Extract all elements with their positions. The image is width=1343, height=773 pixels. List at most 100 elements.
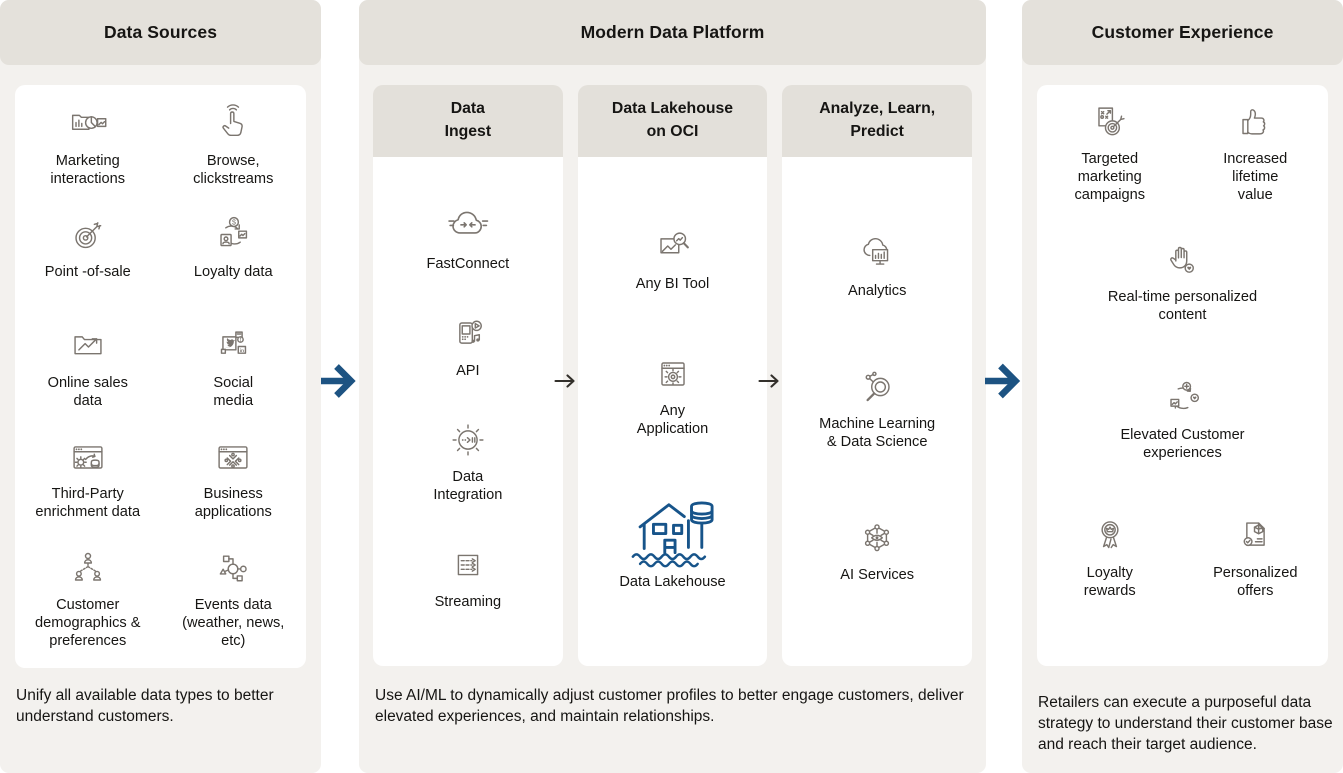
item-label: Real-time personalized content <box>1107 289 1258 324</box>
svg-text:$: $ <box>232 219 236 227</box>
platform-title: Modern Data Platform <box>580 22 765 42</box>
personalized-offers-icon <box>1243 522 1266 547</box>
data-sources-header: Data Sources <box>0 0 321 65</box>
item-label: Customer demographics & preferences <box>35 597 141 650</box>
item-label: API <box>456 362 480 379</box>
online-sales-data-icon <box>74 336 102 355</box>
subcol-analyze-body: Analytics Machine Learning & Data Scienc… <box>782 157 973 666</box>
ai-services-icon <box>865 524 890 552</box>
platform-header: Modern Data Platform <box>359 0 986 65</box>
item-data-lakehouse: Data Lakehouse <box>619 496 726 591</box>
item-loyalty-rewards: Loyalty rewards <box>1037 513 1183 651</box>
data-sources-caption: Unify all available data types to better… <box>16 687 274 726</box>
item-point-of-sale: Point -of-sale <box>15 212 161 323</box>
subcol-analyze-header: Analyze, Learn, Predict <box>782 85 973 157</box>
item-label: Events data (weather, news, etc) <box>182 597 285 650</box>
item-label: Business applications <box>194 486 272 521</box>
item-streaming: Streaming <box>434 542 502 611</box>
item-loyalty-data: $ Loyalty data <box>161 212 307 323</box>
flow-arrow-ingest-to-lakehouse-icon <box>554 374 575 388</box>
any-bi-tool-icon <box>659 232 689 254</box>
item-label: Loyalty data <box>193 264 273 280</box>
subcol-data-lakehouse: Data Lakehouse on OCI Any BI Tool <box>577 85 768 666</box>
customer-experience-grid: Targeted marketing campaigns Increased l… <box>1037 85 1328 651</box>
svg-text:f: f <box>240 337 242 343</box>
item-any-application: Any Application <box>637 351 708 438</box>
loyalty-rewards-icon <box>1101 521 1119 549</box>
flow-arrow-lakehouse-to-analyze-icon <box>758 374 779 388</box>
fastconnect-icon <box>448 211 489 235</box>
item-label: Analytics <box>847 282 907 299</box>
item-label: Any BI Tool <box>635 276 710 293</box>
item-browse-clickstreams: Browse, clickstreams <box>161 101 307 212</box>
customer-experience-caption: Retailers can execute a purposeful data … <box>1038 694 1333 754</box>
item-label: Third-Party enrichment data <box>35 486 141 521</box>
customer-experience-header: Customer Experience <box>1022 0 1343 65</box>
flow-arrow-sources-to-platform-icon <box>321 364 356 398</box>
item-label: Increased lifetime value <box>1223 151 1288 204</box>
item-machine-learning: Machine Learning & Data Science <box>819 364 935 451</box>
item-label: Targeted marketing campaigns <box>1074 151 1146 204</box>
item-marketing-interactions: Marketing interactions <box>15 101 161 212</box>
targeted-marketing-icon <box>1098 107 1125 136</box>
streaming-icon <box>457 554 479 575</box>
item-label: Loyalty rewards <box>1083 565 1136 600</box>
item-label: Personalized offers <box>1213 565 1298 600</box>
item-targeted-marketing: Targeted marketing campaigns <box>1037 99 1183 237</box>
subcol-analyze-learn-predict: Analyze, Learn, Predict Analytics <box>782 85 973 666</box>
item-label: Point -of-sale <box>44 264 131 280</box>
customer-experience-card: Targeted marketing campaigns Increased l… <box>1037 85 1328 666</box>
item-realtime-personalized-content: Real-time personalized content <box>1037 237 1328 375</box>
svg-text:in: in <box>240 348 244 354</box>
realtime-personalized-content-icon <box>1169 246 1194 273</box>
item-third-party-enrichment: Third-Party enrichment data <box>15 434 161 545</box>
data-lakehouse-icon <box>631 500 714 567</box>
item-customer-demographics: Customer demographics & preferences <box>15 545 161 656</box>
item-label: Social media <box>213 375 254 410</box>
customer-experience-panel: Customer Experience Targeted marketing c… <box>1022 0 1343 773</box>
item-label: FastConnect <box>426 256 510 273</box>
flow-arrow-platform-to-experience-icon <box>985 363 1021 399</box>
item-api: API <box>445 311 491 380</box>
api-icon <box>458 320 482 344</box>
item-increased-lifetime-value: Increased lifetime value <box>1183 99 1329 237</box>
item-fastconnect: FastConnect <box>426 204 509 273</box>
third-party-enrichment-icon <box>73 446 103 469</box>
elevated-customer-experiences-icon <box>1169 381 1199 410</box>
data-integration-icon <box>452 424 484 456</box>
increased-lifetime-value-icon <box>1242 109 1266 135</box>
item-label: Streaming <box>434 593 502 610</box>
item-any-bi-tool: Any BI Tool <box>635 224 710 293</box>
item-label: Machine Learning & Data Science <box>819 415 936 450</box>
subcol-data-ingest-body: FastConnect API <box>373 157 563 666</box>
item-social-media: f in Social media <box>161 323 307 434</box>
item-label: Data Integration <box>433 469 503 504</box>
point-of-sale-icon <box>75 222 102 249</box>
item-elevated-customer-experiences: Elevated Customer experiences <box>1037 375 1328 513</box>
data-sources-card: Marketing interactions Browse, clickstre… <box>15 85 306 668</box>
item-ai-services: AI Services <box>840 515 914 584</box>
item-label: Any Application <box>636 402 709 437</box>
machine-learning-icon <box>865 371 890 402</box>
data-sources-panel: Data Sources Marketing interactions <box>0 0 321 773</box>
item-business-applications: Business applications <box>161 434 307 545</box>
subcol-data-lakehouse-body: Any BI Tool Any Application <box>577 157 768 666</box>
item-label: Browse, clickstreams <box>193 153 274 188</box>
item-analytics: Analytics <box>848 231 906 300</box>
platform-caption: Use AI/ML to dynamically adjust customer… <box>375 687 964 726</box>
subcol-data-lakehouse-header: Data Lakehouse on OCI <box>577 85 768 157</box>
analytics-icon <box>863 237 889 265</box>
item-label: Marketing interactions <box>50 153 126 188</box>
subcol-data-ingest: Data Ingest FastConnect <box>373 85 563 666</box>
item-personalized-offers: Personalized offers <box>1183 513 1329 651</box>
item-online-sales-data: Online sales data <box>15 323 161 434</box>
social-media-icon: f in <box>221 331 247 354</box>
any-application-icon <box>660 362 685 386</box>
item-data-integration: Data Integration <box>433 417 502 504</box>
data-sources-grid: Marketing interactions Browse, clickstre… <box>15 85 306 656</box>
item-label: Data Lakehouse <box>619 573 726 590</box>
modern-data-platform-panel: Modern Data Platform Data Ingest FastCon… <box>359 0 986 773</box>
business-applications-icon <box>218 446 248 469</box>
marketing-interactions-icon <box>71 114 107 130</box>
